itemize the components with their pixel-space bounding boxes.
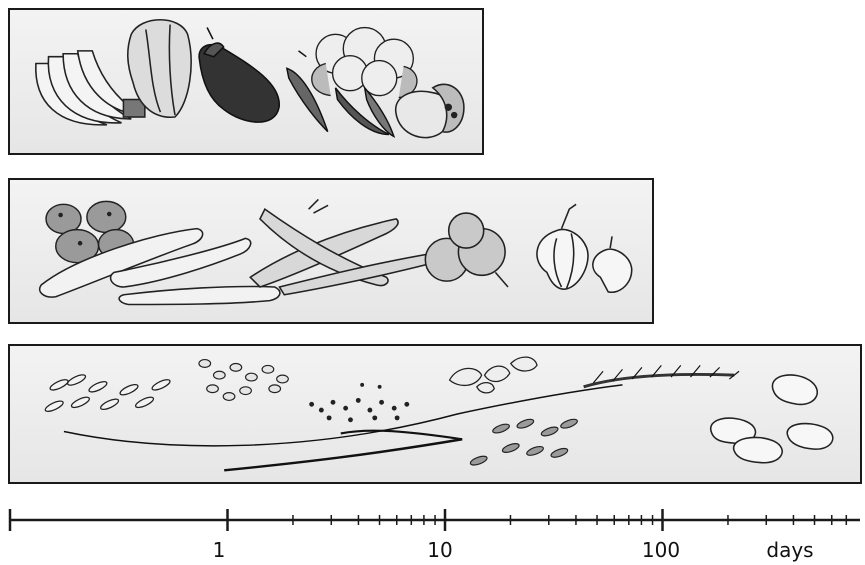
vegetables-fruit-illustration <box>10 10 482 153</box>
tick-label-1: 1 <box>213 540 226 560</box>
seed-pile-icon <box>450 357 537 393</box>
panel-roots-bulbs <box>8 178 654 324</box>
panel-grains-seeds <box>8 344 862 484</box>
carrot-icon <box>250 199 438 294</box>
roots-bulbs-illustration <box>10 180 652 322</box>
onion-icon <box>425 213 508 287</box>
grains-seeds-illustration <box>10 346 860 482</box>
garlic-icon <box>537 204 632 292</box>
rice-grain-icon <box>44 373 171 414</box>
bean-seed-cluster-icon <box>469 418 578 467</box>
tick-label-10: 10 <box>427 540 452 560</box>
tick-label-100: 100 <box>642 540 680 560</box>
kidney-bean-icon <box>711 375 833 463</box>
panel-vegetables-fruit <box>8 8 484 155</box>
axis-unit-label: days <box>766 540 813 560</box>
lentil-icon <box>199 360 288 401</box>
millet-seed-icon <box>309 383 409 422</box>
eggplant-icon <box>199 28 279 123</box>
